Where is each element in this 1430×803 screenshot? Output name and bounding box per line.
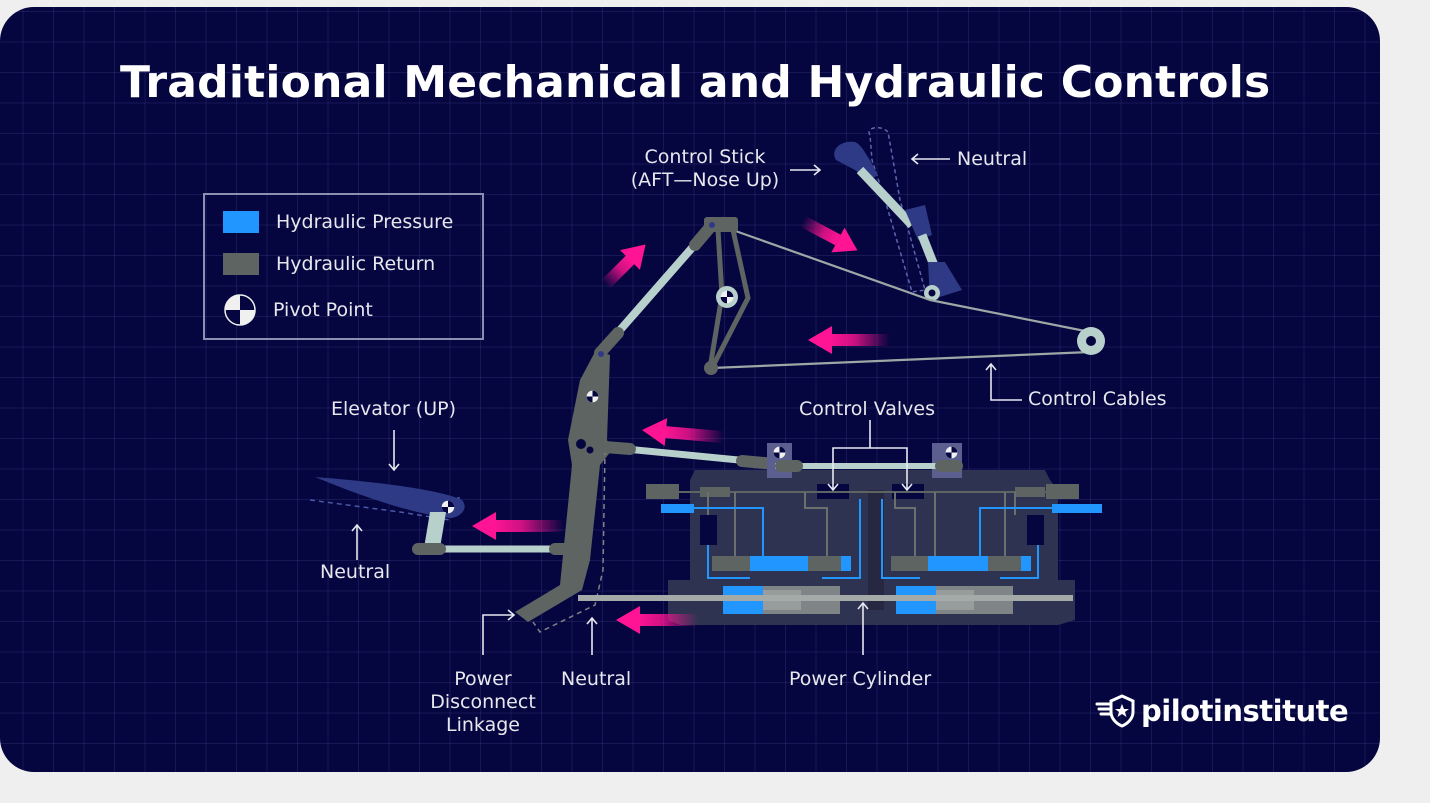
elevator-label: Elevator (UP) — [331, 398, 456, 420]
label-line: Linkage — [446, 714, 520, 736]
callout-lines — [351, 153, 1022, 655]
valve-link-rod — [599, 441, 794, 470]
control-cables-label: Control Cables — [1028, 388, 1167, 410]
legend-item-pressure: Hydraulic Pressure — [223, 211, 453, 233]
motion-arrows — [472, 215, 890, 634]
power-cylinder-label: Power Cylinder — [789, 668, 932, 690]
label-line: (AFT—Nose Up) — [630, 169, 780, 191]
pivot-point-icon — [224, 294, 256, 326]
legend-item-pivot: Pivot Point — [223, 293, 373, 327]
control-stick-neutral-ghost — [868, 126, 926, 293]
control-stick-label: Control Stick (AFT—Nose Up) — [620, 146, 790, 192]
control-stick — [834, 141, 962, 301]
arrow-left-cylinder — [616, 606, 698, 634]
page-title: Traditional Mechanical and Hydraulic Con… — [120, 57, 1271, 108]
stick-neutral-label: Neutral — [957, 148, 1028, 170]
legend: Hydraulic Pressure Hydraulic Return Pivo… — [203, 193, 484, 340]
elevator-neutral-label: Neutral — [320, 561, 391, 583]
bellcrank — [704, 217, 751, 375]
shield-star-wings-icon — [1095, 694, 1135, 728]
arrow-left-cable — [808, 326, 890, 354]
hydraulic-return-swatch-icon — [223, 253, 259, 275]
linkage-neutral-label: Neutral — [561, 668, 632, 690]
legend-label: Hydraulic Return — [276, 253, 436, 275]
diagram-card: Traditional Mechanical and Hydraulic Con… — [0, 7, 1380, 772]
label-line: Control Stick — [644, 146, 766, 168]
brand-name: pilotinstitute — [1141, 694, 1349, 728]
control-valves-label: Control Valves — [799, 398, 935, 420]
legend-item-return: Hydraulic Return — [223, 253, 435, 275]
elevator — [309, 477, 586, 555]
arrow-left-elevator — [472, 512, 564, 540]
label-line: Disconnect — [430, 691, 536, 713]
legend-label: Pivot Point — [273, 299, 373, 321]
legend-label: Hydraulic Pressure — [276, 211, 454, 233]
cable-pulley — [1077, 327, 1105, 355]
hydraulic-pressure-swatch-icon — [223, 211, 259, 233]
arrow-up-right — [601, 244, 646, 289]
arrow-down-right — [799, 215, 858, 253]
label-line: Power — [454, 668, 512, 690]
main-lever — [515, 350, 612, 633]
arrow-left-link — [642, 418, 725, 447]
pilot-institute-logo: pilotinstitute — [1095, 694, 1349, 728]
upper-push-rod — [594, 219, 718, 359]
control-cables — [711, 226, 1091, 370]
power-disconnect-linkage-label: Power Disconnect Linkage — [420, 668, 546, 737]
